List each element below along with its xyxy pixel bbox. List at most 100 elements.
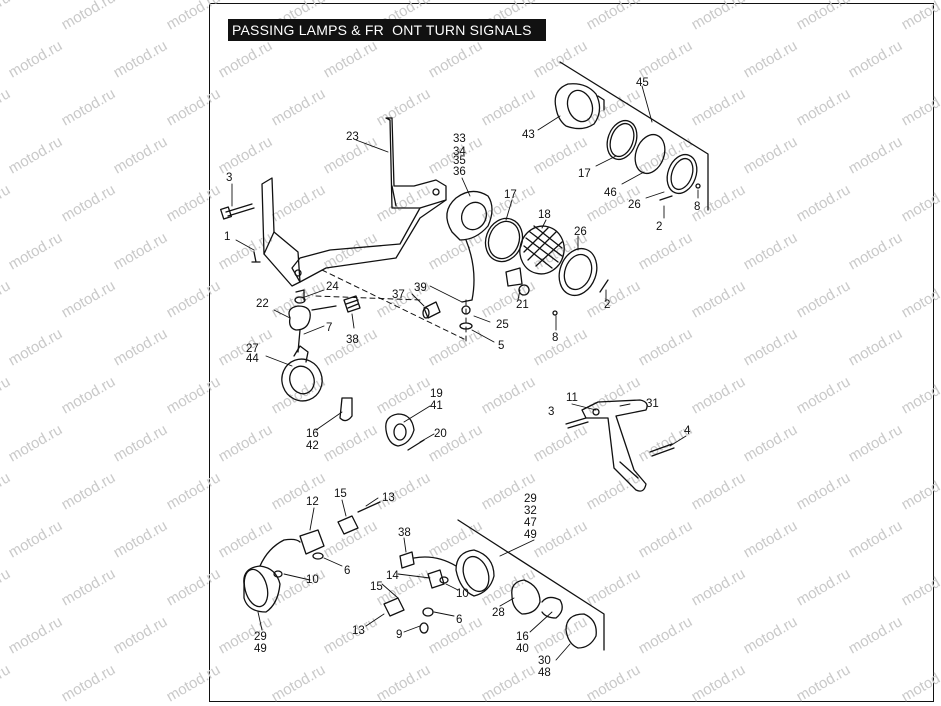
callout-10b: 10 (456, 588, 469, 600)
watermark-text: motod.ru (374, 85, 434, 129)
watermark-text: motod.ru (794, 277, 854, 321)
callout-26a: 26 (574, 226, 587, 238)
watermark-text: motod.ru (689, 469, 749, 513)
watermark-text: motod.ru (59, 181, 119, 225)
watermark-text: motod.ru (6, 421, 66, 465)
watermark-text: motod.ru (0, 0, 13, 33)
watermark-text: motod.ru (164, 277, 224, 321)
watermark-text: motod.ru (216, 421, 276, 465)
callout-27: 27 (246, 343, 259, 355)
watermark-text: motod.ru (6, 613, 66, 657)
callout-2a: 2 (656, 221, 662, 233)
watermark-text: motod.ru (59, 661, 119, 705)
callout-23: 23 (346, 131, 359, 143)
lens-18 (519, 225, 565, 275)
headlamp-group (554, 61, 709, 211)
callout-38b: 38 (398, 527, 411, 539)
callout-11: 11 (566, 392, 578, 404)
watermark-text: motod.ru (164, 373, 224, 417)
diagram-title: PASSING LAMPS & FR ONT TURN SIGNALS (228, 19, 546, 41)
watermark-text: motod.ru (216, 37, 276, 81)
callout-22: 22 (256, 298, 269, 310)
watermark-text: motod.ru (846, 229, 906, 273)
callout-34: 34 (453, 146, 466, 158)
watermark-text: motod.ru (269, 661, 329, 705)
callout-29b: 29 (524, 493, 537, 505)
callout-8b: 8 (552, 332, 558, 344)
watermark-text: motod.ru (0, 85, 13, 129)
watermark-text: motod.ru (584, 469, 644, 513)
watermark-text: motod.ru (636, 517, 696, 561)
callout-39: 39 (414, 282, 427, 294)
watermark-text: motod.ru (164, 469, 224, 513)
watermark-text: motod.ru (6, 37, 66, 81)
callout-16b: 16 (516, 631, 529, 643)
callout-41: 41 (430, 400, 443, 412)
watermark-text: motod.ru (794, 661, 854, 705)
watermark-text: motod.ru (269, 181, 329, 225)
callout-37: 37 (392, 289, 405, 301)
watermark-text: motod.ru (111, 133, 171, 177)
callout-4: 4 (684, 425, 691, 437)
watermark-text: motod.ru (636, 325, 696, 369)
watermark-text: motod.ru (479, 661, 539, 705)
callout-15a: 15 (334, 488, 347, 500)
watermark-text: motod.ru (531, 421, 591, 465)
watermark-text: motod.ru (0, 565, 13, 609)
watermark-text: motod.ru (321, 517, 381, 561)
callout-18: 18 (538, 209, 551, 221)
watermark-text: motod.ru (899, 277, 941, 321)
watermark-text: motod.ru (374, 661, 434, 705)
watermark-text: motod.ru (269, 469, 329, 513)
callout-40: 40 (516, 643, 529, 655)
callout-30: 30 (538, 655, 551, 667)
callout-49b: 49 (524, 529, 537, 541)
watermark-text: motod.ru (741, 37, 801, 81)
watermark-text: motod.ru (899, 0, 941, 33)
watermark-text: motod.ru (269, 373, 329, 417)
watermark-text: motod.ru (111, 229, 171, 273)
callout-46: 46 (604, 187, 617, 199)
watermark-text: motod.ru (0, 181, 13, 225)
watermark-text: motod.ru (6, 517, 66, 561)
watermark-text: motod.ru (584, 565, 644, 609)
watermark-text: motod.ru (479, 277, 539, 321)
turn-signal-left (243, 501, 381, 613)
watermark-text: motod.ru (59, 85, 119, 129)
callout-20: 20 (434, 428, 447, 440)
callout-6b: 6 (456, 614, 462, 626)
watermark-text: motod.ru (636, 229, 696, 273)
callout-9: 9 (396, 629, 402, 641)
watermark-text: motod.ru (164, 181, 224, 225)
watermark-text: motod.ru (689, 85, 749, 129)
callout-12: 12 (306, 496, 319, 508)
callout-5: 5 (498, 340, 504, 352)
watermark-text: motod.ru (111, 421, 171, 465)
callout-35: 35 (453, 155, 466, 167)
callout-17b: 17 (578, 168, 591, 180)
watermark-text: motod.ru (269, 565, 329, 609)
dashed-leaders (315, 269, 467, 345)
watermark-text: motod.ru (59, 0, 119, 33)
watermark-text: motod.ru (794, 373, 854, 417)
watermark-text: motod.ru (426, 37, 486, 81)
watermark-text: motod.ru (689, 277, 749, 321)
callout-6a: 6 (344, 565, 350, 577)
callout-48: 48 (538, 667, 551, 679)
watermark-text: motod.ru (531, 325, 591, 369)
watermark-text: motod.ru (6, 229, 66, 273)
watermark-text: motod.ru (164, 661, 224, 705)
lamp-housing (446, 190, 493, 330)
callout-33: 33 (453, 133, 466, 145)
watermark-text: motod.ru (689, 565, 749, 609)
watermark-text: motod.ru (216, 133, 276, 177)
watermark-text: motod.ru (59, 373, 119, 417)
watermark-text: motod.ru (794, 0, 854, 33)
bolt-1 (251, 251, 261, 263)
watermark-text: motod.ru (269, 85, 329, 129)
watermark-text: motod.ru (899, 661, 941, 705)
watermark-text: motod.ru (899, 85, 941, 129)
mounting-bracket (261, 117, 447, 287)
watermark-text: motod.ru (741, 613, 801, 657)
callout-38a: 38 (346, 334, 359, 346)
